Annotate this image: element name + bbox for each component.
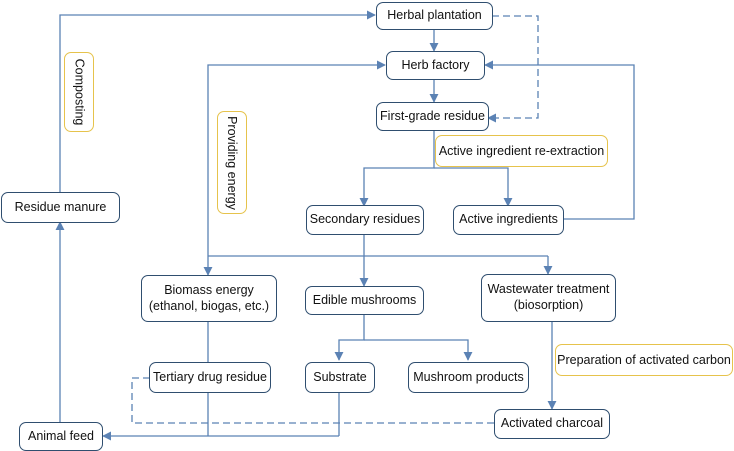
node-label: Herb factory <box>401 57 470 72</box>
node-label: First-grade residue <box>380 108 485 123</box>
node-mushroom-products: Mushroom products <box>408 362 529 393</box>
node-herbal-plantation: Herbal plantation <box>376 2 493 30</box>
note-providing-energy: Providing energy <box>217 111 247 214</box>
node-residue-manure: Residue manure <box>1 192 120 223</box>
node-active-ingredients: Active ingredients <box>453 205 564 235</box>
node-sublabel: (ethanol, biogas, etc.) <box>148 298 270 313</box>
note-activated-carbon: Preparation of activated carbon <box>555 344 733 376</box>
node-label: Mushroom products <box>413 369 524 384</box>
note-label: Composting <box>72 58 87 126</box>
node-biomass-energy: Biomass energy (ethanol, biogas, etc.) <box>141 275 277 322</box>
dashed-arrow-plantation-to-first-residue <box>487 15 539 123</box>
node-label: Substrate <box>313 369 367 384</box>
node-activated-charcoal: Activated charcoal <box>494 409 610 439</box>
note-label: Providing energy <box>225 115 239 210</box>
note-label: Active ingredient re-extraction <box>438 144 605 158</box>
connector-first-residue-split <box>359 130 435 207</box>
connector-mushrooms-split <box>334 314 365 361</box>
note-composting: Composting <box>64 52 94 132</box>
node-label: Animal feed <box>27 428 94 443</box>
node-substrate: Substrate <box>305 362 375 393</box>
node-label: Herbal plantation <box>387 8 482 23</box>
node-edible-mushrooms: Edible mushrooms <box>305 286 424 315</box>
arrow-manure-to-plantation <box>59 10 376 192</box>
arrow-active-ingredients-to-factory <box>484 60 635 220</box>
node-tertiary-drug-residue: Tertiary drug residue <box>149 362 271 393</box>
dashed-tertiary-to-feed <box>131 377 150 423</box>
connector-to-active-ingredients <box>434 167 513 207</box>
node-sublabel: (biosorption) <box>513 298 584 313</box>
note-label: Preparation of activated carbon <box>557 353 731 367</box>
node-label: Wastewater treatment <box>487 281 610 296</box>
note-reextraction: Active ingredient re-extraction <box>435 135 608 167</box>
node-label: Biomass energy <box>164 282 254 297</box>
node-label: Activated charcoal <box>500 416 604 431</box>
node-animal-feed: Animal feed <box>19 422 103 451</box>
node-label: Edible mushrooms <box>312 292 417 307</box>
node-first-grade-residue: First-grade residue <box>376 102 489 131</box>
arrow-energy-to-factory <box>207 60 386 256</box>
node-wastewater-treatment: Wastewater treatment (biosorption) <box>481 274 616 322</box>
node-label: Tertiary drug residue <box>153 369 267 384</box>
node-label: Secondary residues <box>309 212 421 227</box>
node-label: Residue manure <box>14 199 107 214</box>
node-herb-factory: Herb factory <box>386 51 485 80</box>
node-label: Active ingredients <box>459 212 558 227</box>
arrow-to-mushroom-products <box>364 339 473 361</box>
node-secondary-residues: Secondary residues <box>306 205 424 235</box>
